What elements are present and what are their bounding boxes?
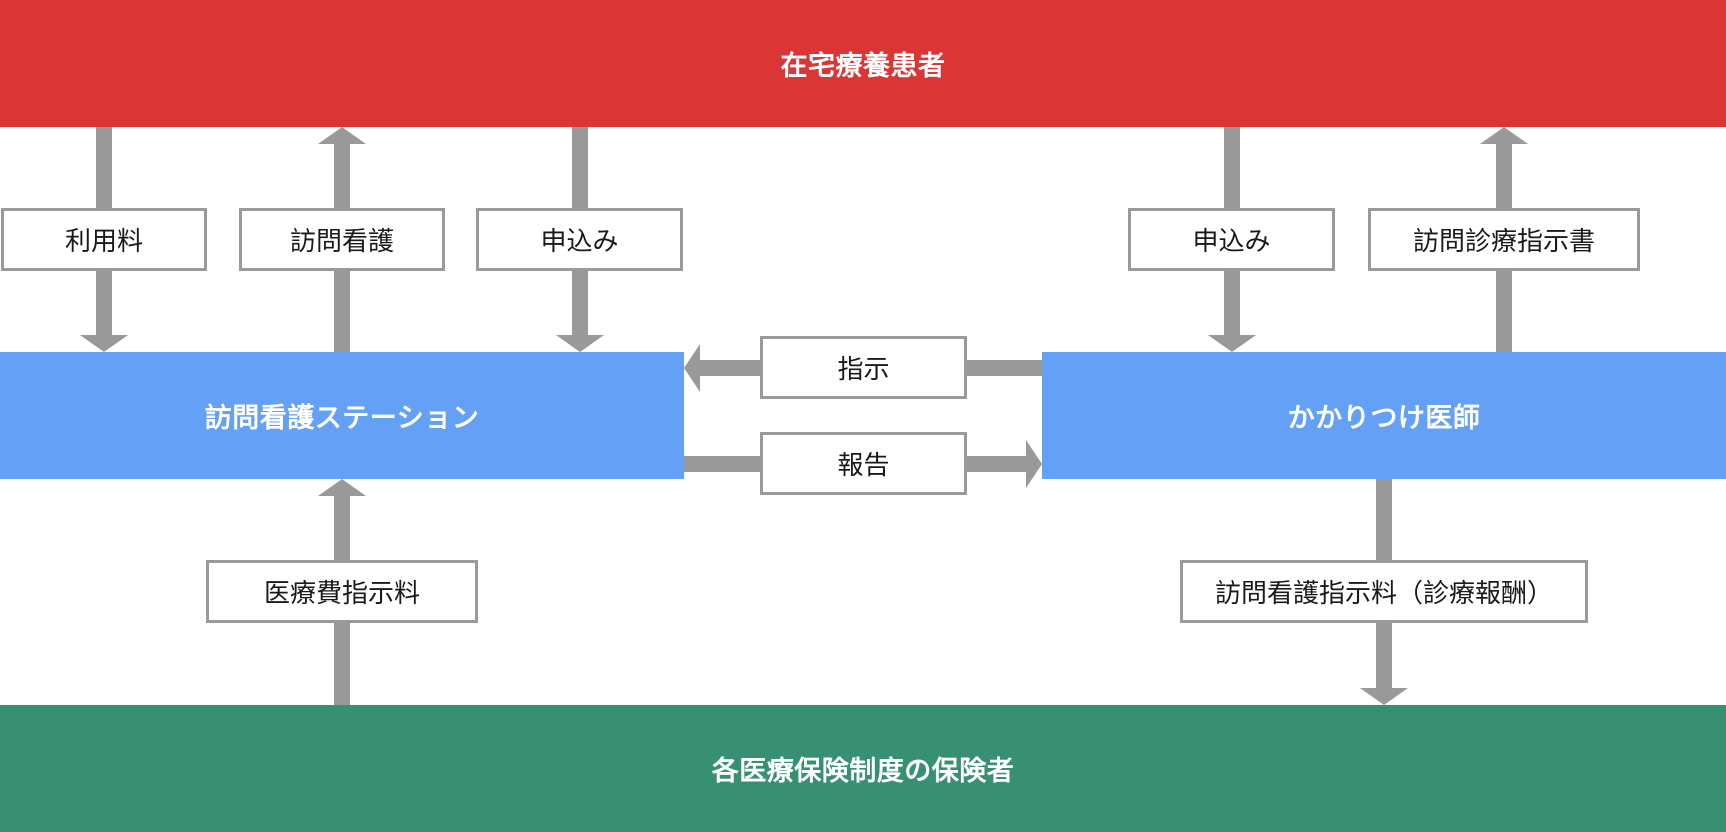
label-home-nursing: 訪問看護 — [239, 208, 445, 271]
family-doctor-node: かかりつけ医師 — [1042, 352, 1726, 479]
label-visit-instruction-doc: 訪問診療指示書 — [1368, 208, 1640, 271]
label-usage-fee: 利用料 — [1, 208, 207, 271]
patient-band-label: 在宅療養患者 — [780, 51, 946, 82]
label-application-doctor: 申込み — [1128, 208, 1335, 271]
label-instruction: 指示 — [760, 336, 967, 399]
nursing-station-node: 訪問看護ステーション — [0, 352, 684, 479]
nursing-station-label: 訪問看護ステーション — [204, 403, 480, 434]
label-application-station: 申込み — [476, 208, 683, 271]
label-report: 報告 — [760, 432, 967, 495]
patient-band: 在宅療養患者 — [0, 0, 1726, 127]
label-medical-fee-instruction: 医療費指示料 — [206, 560, 478, 623]
family-doctor-label: かかりつけ医師 — [1287, 403, 1481, 434]
insurer-band-label: 各医療保険制度の保険者 — [711, 756, 1015, 787]
insurer-band: 各医療保険制度の保険者 — [0, 705, 1726, 832]
label-nursing-instruction-fee: 訪問看護指示料（診療報酬） — [1180, 560, 1588, 623]
